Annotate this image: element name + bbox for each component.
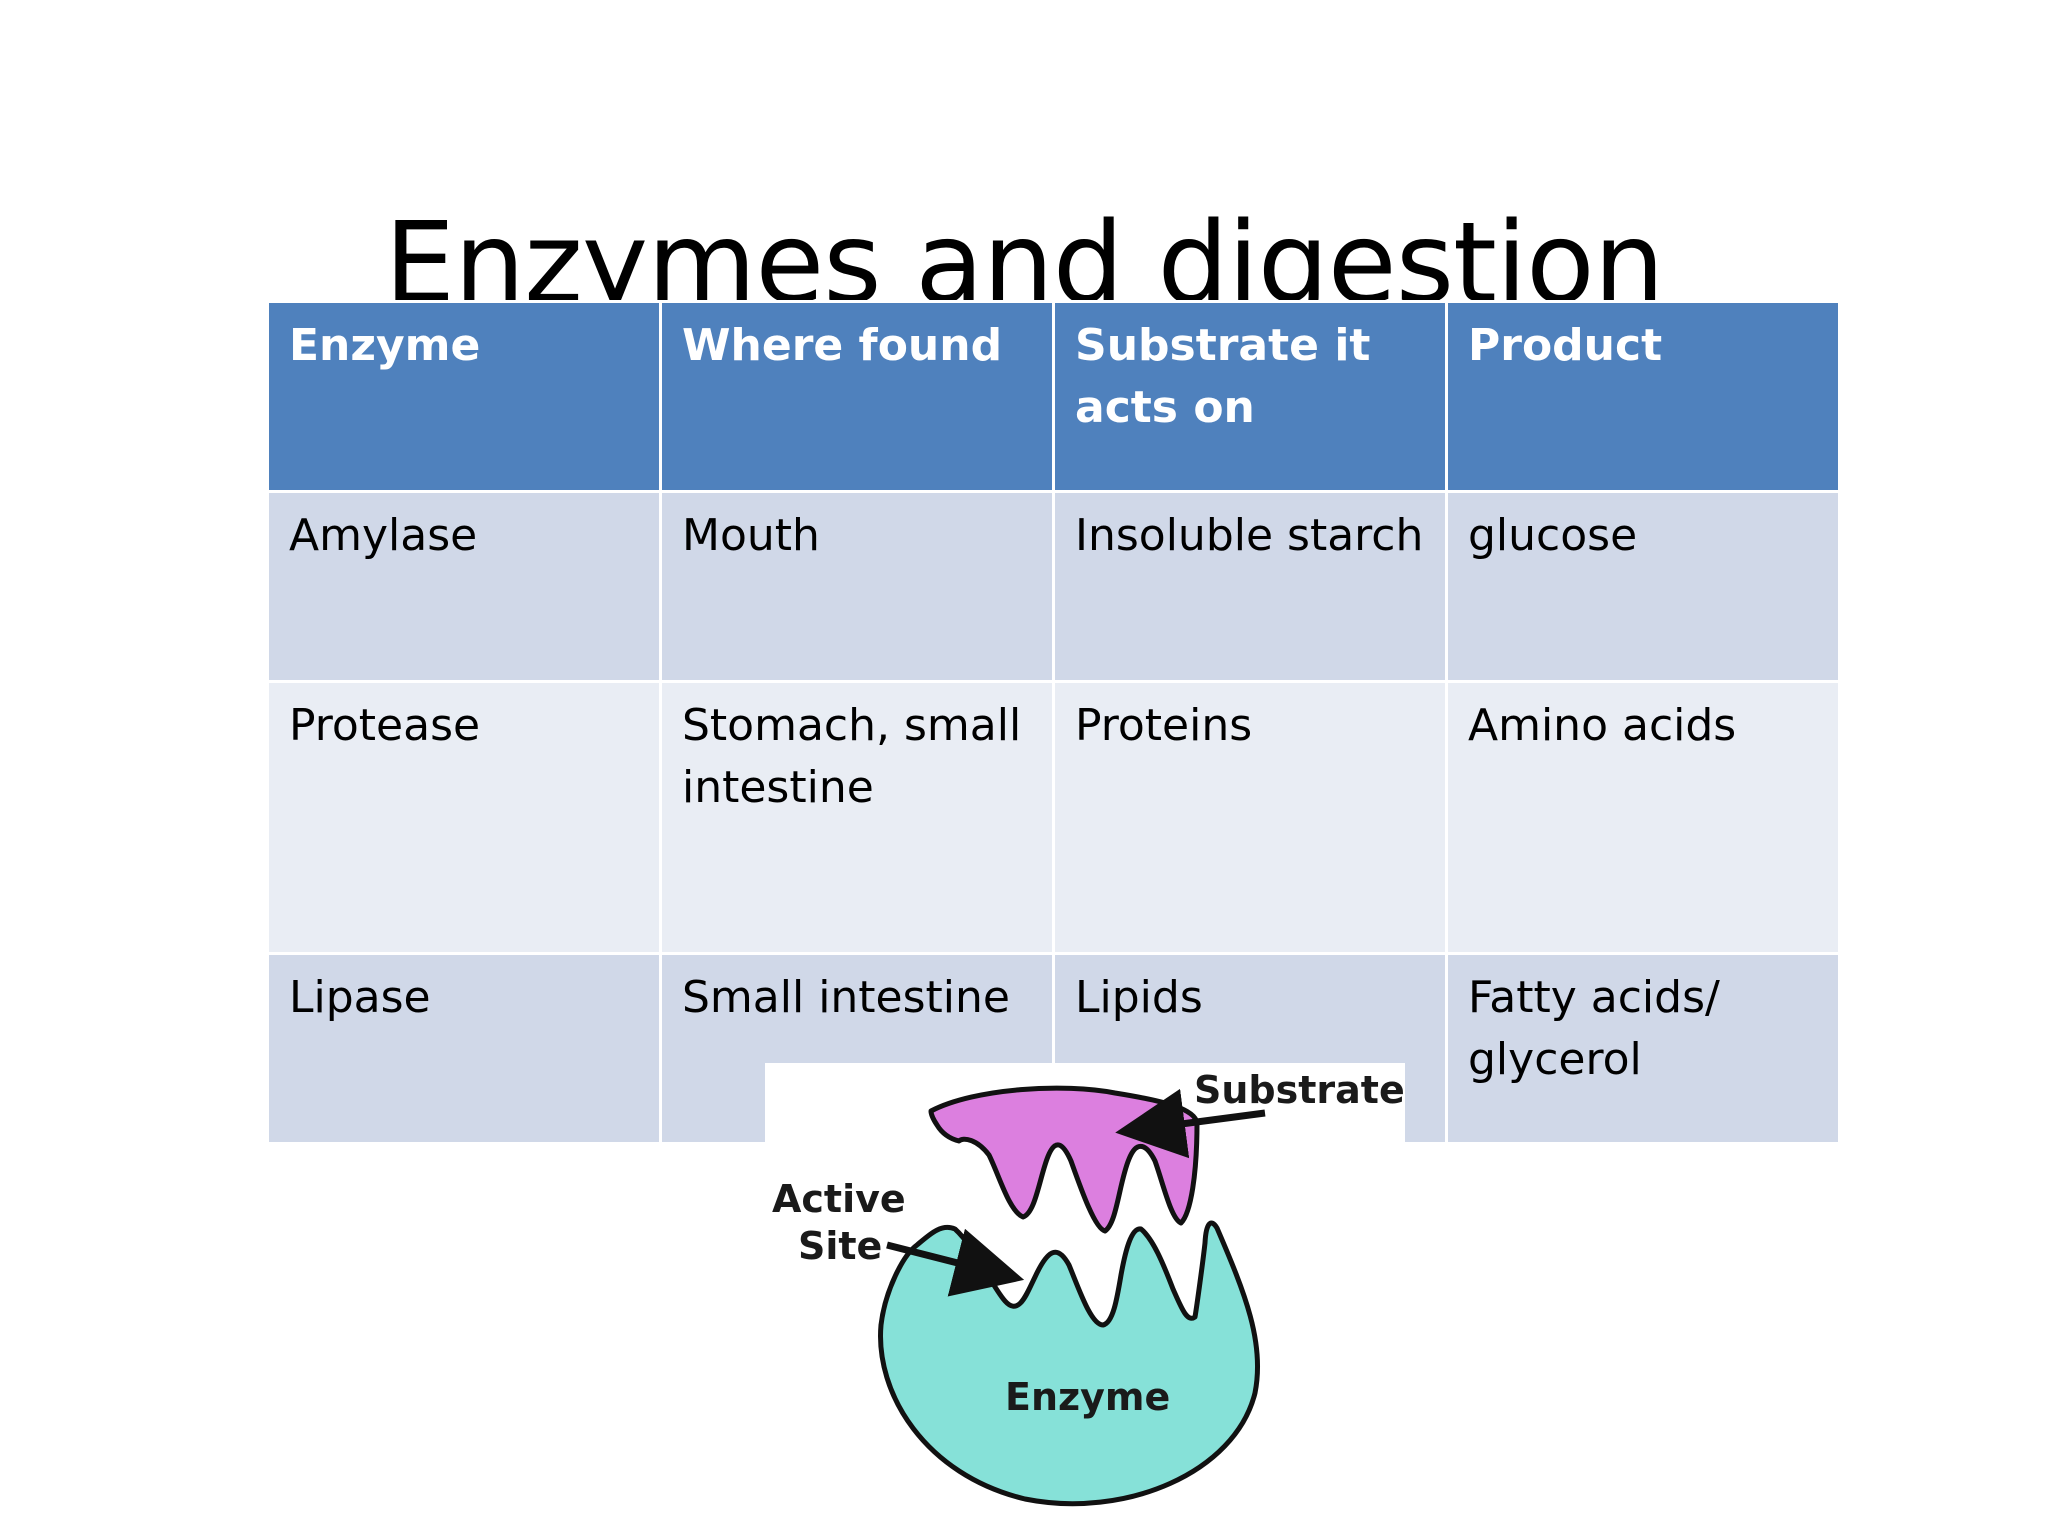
- substrate-arrow: [1115, 1088, 1266, 1159]
- substrate-shape: [928, 1085, 1200, 1234]
- cell-product: glucose: [1445, 490, 1841, 683]
- cell-where-found: Mouth: [659, 490, 1055, 683]
- header-product: Product: [1445, 300, 1841, 493]
- enzyme-substrate-diagram: Substrate Active Site Enzyme: [765, 1063, 1405, 1536]
- active-site-label-line2: Site: [798, 1224, 882, 1268]
- table-row: Protease Stomach, small intestine Protei…: [266, 680, 1841, 955]
- table-row: Amylase Mouth Insoluble starch glucose: [266, 490, 1841, 683]
- enzyme-table: Enzyme Where found Substrate it acts on …: [266, 300, 1841, 1145]
- cell-product: Fatty acids/ glycerol: [1445, 952, 1841, 1145]
- enzyme-shape: [878, 1220, 1261, 1507]
- table-header-row: Enzyme Where found Substrate it acts on …: [266, 300, 1841, 493]
- header-substrate: Substrate it acts on: [1052, 300, 1448, 493]
- cell-where-found: Stomach, small intestine: [659, 680, 1055, 955]
- cell-enzyme: Lipase: [266, 952, 662, 1145]
- cell-product: Amino acids: [1445, 680, 1841, 955]
- substrate-label: Substrate: [1194, 1068, 1405, 1112]
- cell-substrate: Insoluble starch: [1052, 490, 1448, 683]
- header-enzyme: Enzyme: [266, 300, 662, 493]
- cell-substrate: Proteins: [1052, 680, 1448, 955]
- lock-and-key-illustration: Substrate Active Site Enzyme: [772, 1068, 1405, 1507]
- active-site-arrow: [886, 1228, 1025, 1297]
- header-where-found: Where found: [659, 300, 1055, 493]
- cell-enzyme: Amylase: [266, 490, 662, 683]
- cell-enzyme: Protease: [266, 680, 662, 955]
- enzyme-label: Enzyme: [1005, 1375, 1170, 1419]
- active-site-label-line1: Active: [772, 1177, 906, 1221]
